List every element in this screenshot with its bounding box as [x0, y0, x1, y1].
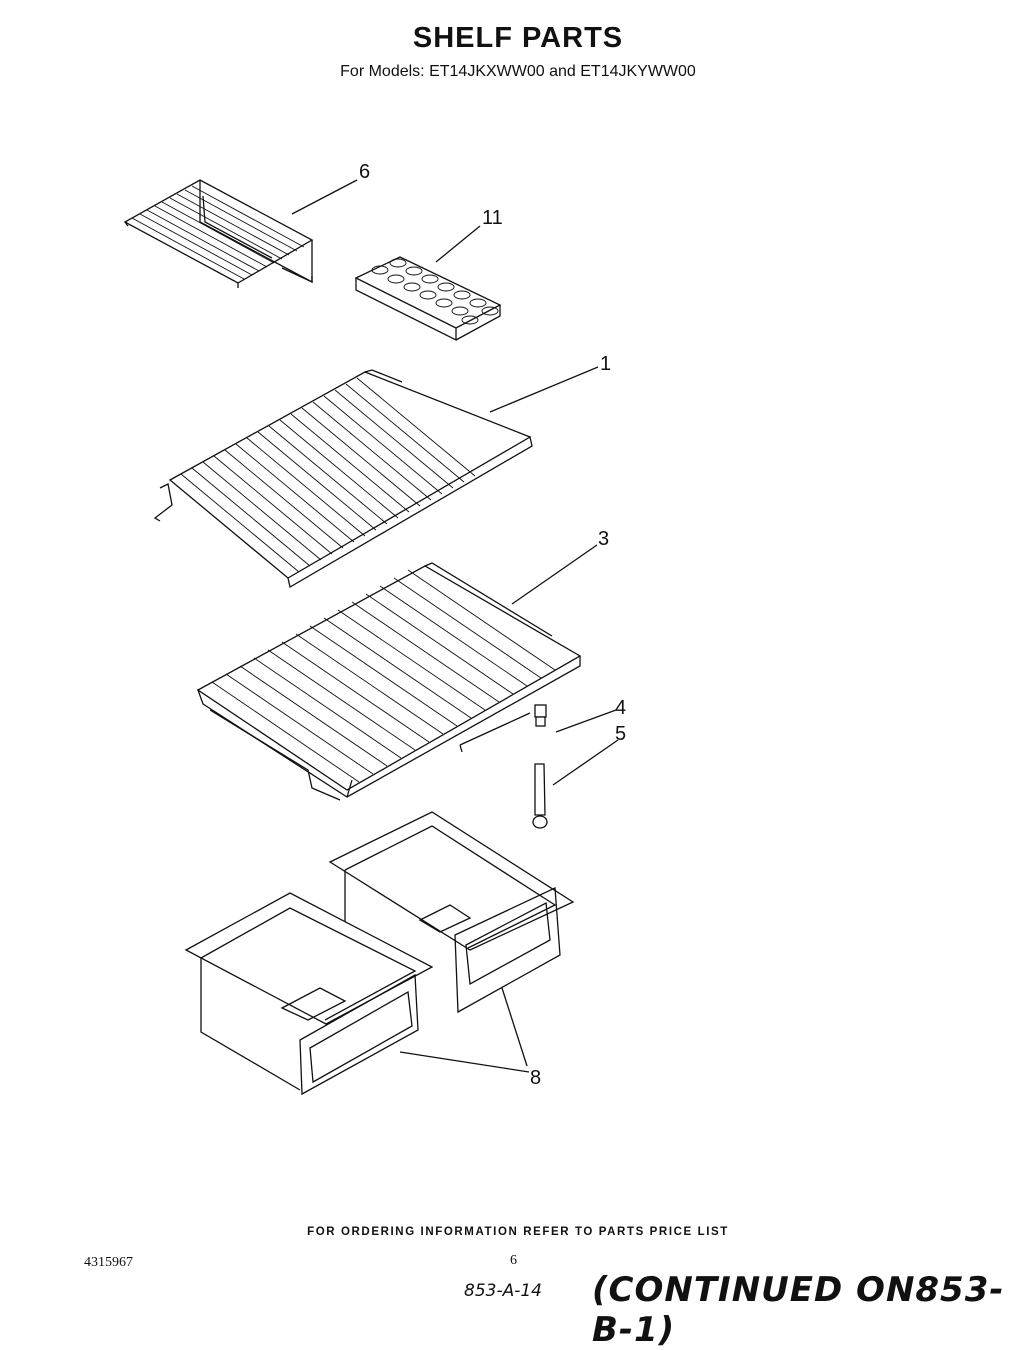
- callout-4: 4: [615, 697, 626, 719]
- part-8-drawer-front: [184, 892, 434, 1096]
- callout-11: 11: [482, 207, 503, 229]
- document-number: 4315967: [84, 1255, 133, 1270]
- parts-4-5-cap-and-stem: [532, 704, 548, 829]
- callout-1: 1: [600, 353, 611, 375]
- callout-3: 3: [598, 528, 609, 550]
- page-code: 853-A-14: [464, 1281, 542, 1301]
- ordering-info: FOR ORDERING INFORMATION REFER TO PARTS …: [307, 1226, 729, 1238]
- part-11-ice-tray: [354, 256, 502, 342]
- part-8-drawer-back: [328, 811, 575, 1014]
- part-6-wire-rack: [123, 179, 314, 288]
- part-3-shelf-assembly: [196, 562, 582, 801]
- models-subtitle: For Models: ET14JKXWW00 and ET14JKYWW00: [340, 63, 696, 80]
- part-1-wire-shelf: [153, 369, 533, 589]
- callout-leaders: [291, 179, 619, 1073]
- continued-note: (CONTINUED ON853-B-1): [592, 1270, 1005, 1350]
- page-title: SHELF PARTS: [412, 22, 624, 54]
- callout-5: 5: [615, 723, 626, 745]
- callout-8: 8: [530, 1067, 541, 1089]
- exploded-parts-diagram: 6 11 1 3 4 5 8: [123, 161, 626, 1096]
- callout-6: 6: [359, 161, 370, 183]
- page-number: 6: [510, 1253, 517, 1268]
